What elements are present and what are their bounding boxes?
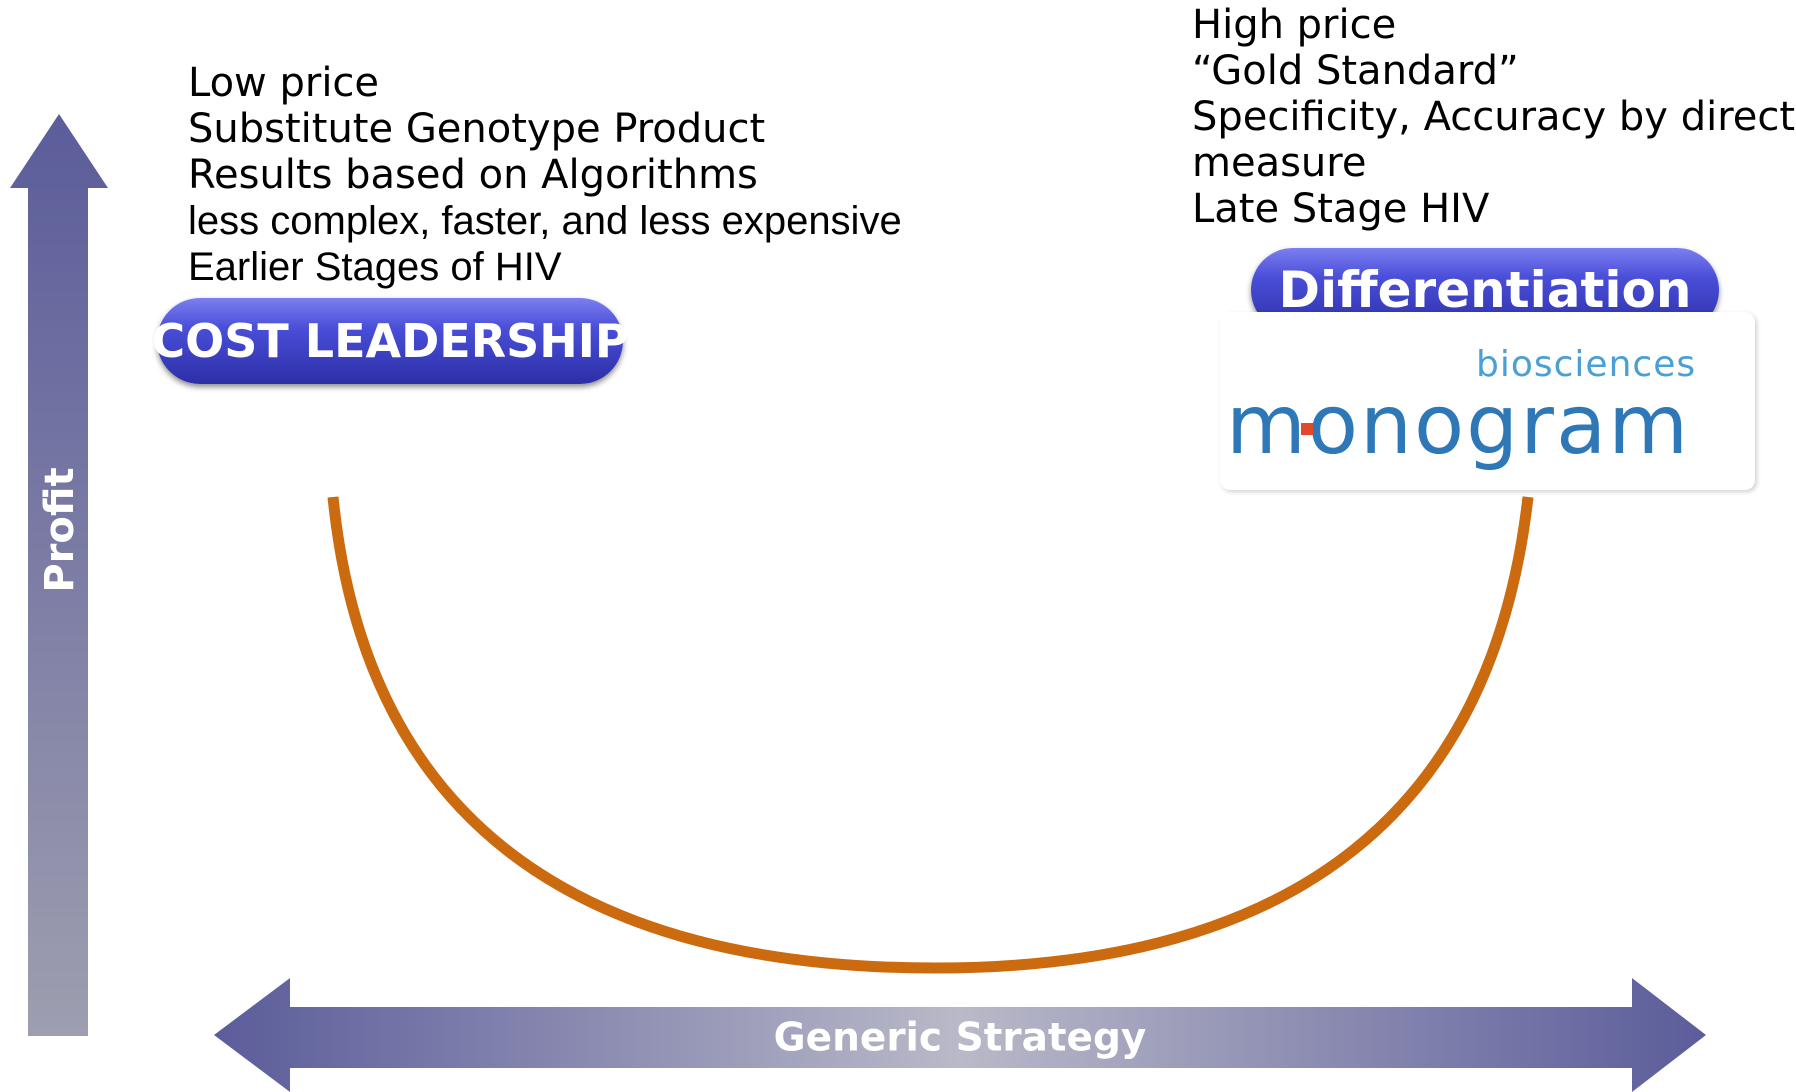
strategy-axis-label: Generic Strategy — [773, 1015, 1147, 1061]
profit-axis-arrow — [10, 114, 108, 1036]
diff-line-4: measure — [1192, 140, 1367, 186]
cost-line-4: less complex, faster, and less expensive — [188, 199, 902, 243]
monogram-logo-card — [1220, 312, 1755, 490]
diff-line-1: High price — [1192, 2, 1397, 48]
strategy-axis-arrow — [214, 978, 1706, 1092]
cost-line-2: Substitute Genotype Product — [188, 106, 766, 152]
strategy-curve — [327, 496, 1534, 974]
logo-dot-icon — [1301, 423, 1313, 435]
diff-line-5: Late Stage HIV — [1192, 186, 1490, 232]
cost-line-5: Earlier Stages of HIV — [188, 245, 562, 289]
logo-subtitle: biosciences — [1476, 344, 1697, 385]
profit-axis-label: Profit — [37, 467, 83, 593]
cost-line-3: Results based on Algorithms — [188, 152, 758, 198]
diff-line-2: “Gold Standard” — [1192, 48, 1519, 94]
differentiation-description: High price “Gold Standard” Specificity, … — [1192, 2, 1795, 232]
cost-leadership-description: Low price Substitute Genotype Product Re… — [188, 60, 902, 290]
diff-line-3: Specificity, Accuracy by direct — [1192, 94, 1796, 140]
cost-leadership-badge: COST LEADERSHIP — [151, 298, 629, 384]
cost-line-1: Low price — [188, 60, 380, 106]
